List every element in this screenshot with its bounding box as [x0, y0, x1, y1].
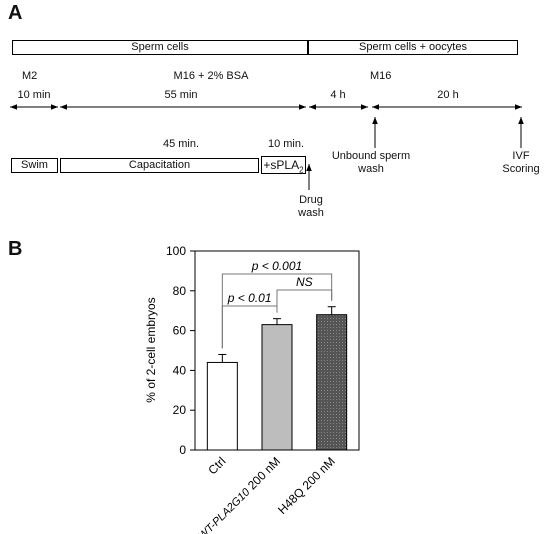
bar — [261, 324, 293, 451]
unbound-line1: Unbound sperm — [331, 150, 411, 162]
drug-wash-label: Drug wash — [298, 194, 324, 220]
duration-20h: 20 h — [437, 89, 459, 101]
unbound-line2: wash — [358, 163, 384, 175]
bar — [206, 361, 238, 451]
duration-10min-drug: 10 min. — [267, 138, 305, 150]
duration-55min: 55 min — [164, 89, 198, 101]
spla2-prefix: +sPLA — [263, 158, 300, 172]
medium-m16: M16 — [370, 70, 392, 82]
significance-brackets: p < 0.001 p < 0.01 NS — [221, 259, 333, 349]
swim-step: Swim — [11, 158, 58, 173]
significance-label: p < 0.01 — [227, 291, 272, 305]
y-tick-label: 20 — [173, 403, 187, 417]
significance-label: NS — [296, 275, 313, 289]
ivf-scoring-label: IVF Scoring — [502, 150, 539, 176]
spla2-step: +sPLA2 — [261, 156, 306, 174]
drug-line1: Drug — [299, 194, 323, 206]
timeline-arrows — [10, 104, 524, 190]
medium-m16-bsa: M16 + 2% BSA — [173, 70, 249, 82]
bar-chart: 0 20 40 60 80 100 p < 0.001 p < 0.01 NS CtrlWT-… — [144, 244, 360, 534]
y-tick-label: 60 — [173, 324, 187, 338]
y-tick-label: 0 — [179, 443, 186, 457]
significance-bracket — [276, 289, 333, 313]
x-label-italic: WT-PLA2G10 — [196, 486, 253, 534]
y-tick-label: 40 — [173, 363, 187, 377]
medium-m2: M2 — [22, 70, 38, 82]
panel-b-label: B — [8, 238, 23, 260]
bar — [316, 314, 348, 451]
x-tick-label: Ctrl — [205, 454, 228, 477]
x-label-rest: 200 nM — [243, 454, 284, 495]
drug-line2: wash — [298, 207, 324, 219]
x-tick-label: H48Q 200 nM — [275, 454, 338, 517]
sperm-cells-bar: Sperm cells — [12, 40, 308, 55]
y-axis-title: % of 2-cell embryos — [144, 297, 158, 402]
duration-45min: 45 min. — [162, 138, 200, 150]
sperm-oocytes-bar: Sperm cells + oocytes — [308, 40, 518, 55]
panel-a-label: A — [8, 2, 23, 24]
significance-label: p < 0.001 — [251, 259, 302, 273]
duration-10min: 10 min — [17, 89, 51, 101]
ivf-line2: Scoring — [502, 163, 540, 175]
capacitation-step: Capacitation — [60, 158, 259, 173]
unbound-sperm-wash-label: Unbound sperm wash — [332, 150, 410, 176]
y-axis: 0 20 40 60 80 100 — [166, 244, 195, 457]
duration-4h: 4 h — [330, 89, 346, 101]
y-tick-label: 80 — [173, 284, 187, 298]
bars — [206, 306, 348, 451]
ivf-line1: IVF — [512, 150, 530, 162]
spla2-subscript: 2 — [299, 165, 304, 175]
y-tick-label: 100 — [166, 244, 186, 258]
